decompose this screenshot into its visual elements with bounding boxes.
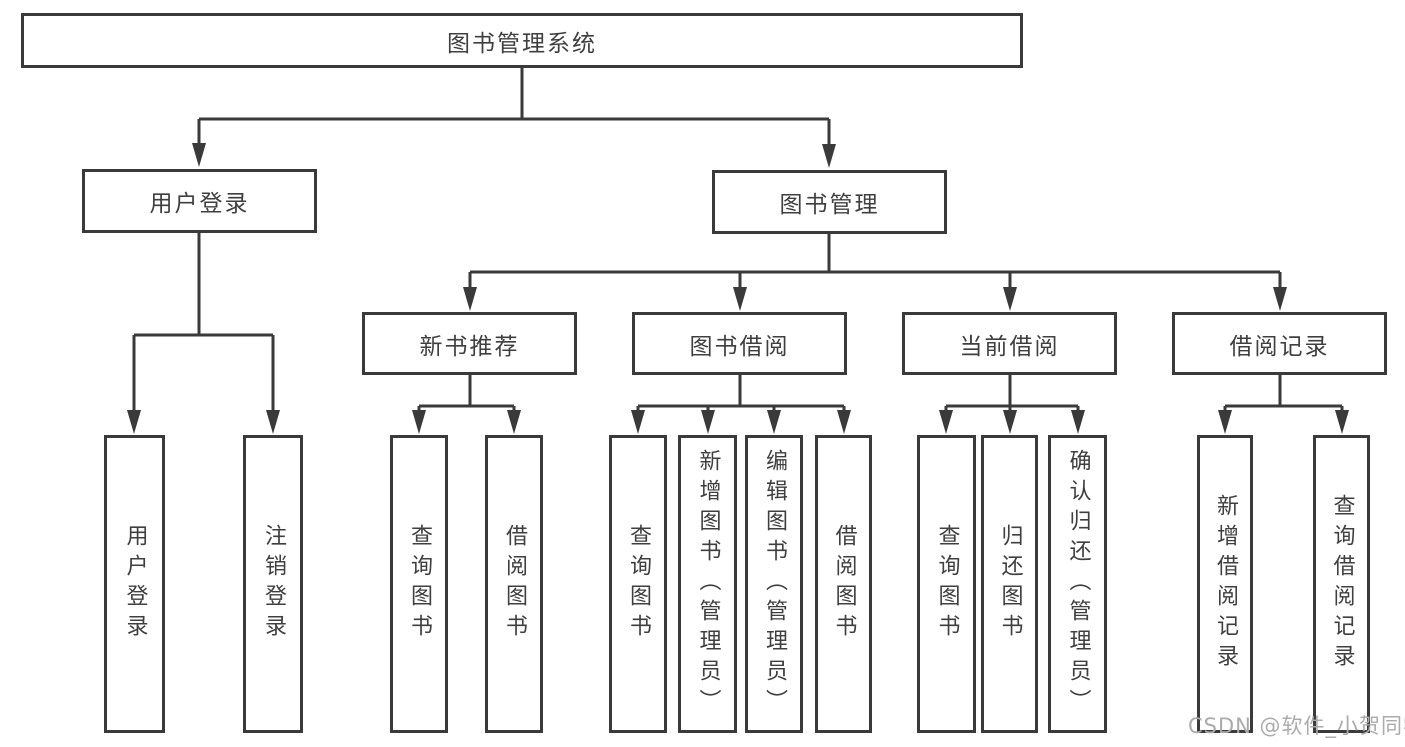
- leaf-query-book-3: 查询图书: [917, 435, 976, 733]
- csdn-watermark: CSDN @软件_小贺同学: [1188, 714, 1405, 738]
- leaf-borrow-book-2: 借阅图书: [815, 435, 872, 733]
- leaf-query-book-2: 查询图书: [609, 435, 667, 733]
- leaf-edit-book-admin: 编辑图书（管理员）: [745, 435, 803, 733]
- leaf-user-login: 用户登录: [104, 435, 165, 733]
- node-book-borrow: 图书借阅: [632, 312, 847, 375]
- leaf-logout: 注销登录: [243, 435, 303, 733]
- connector-path: [132, 68, 1344, 411]
- leaf-add-borrow-record: 新增借阅记录: [1197, 435, 1253, 733]
- leaf-return-book: 归还图书: [981, 435, 1038, 733]
- node-book-management: 图书管理: [712, 170, 947, 234]
- leaf-borrow-book-1: 借阅图书: [485, 435, 543, 733]
- node-borrow-records: 借阅记录: [1172, 312, 1387, 375]
- node-new-book-recommend: 新书推荐: [362, 312, 577, 375]
- node-user-login: 用户登录: [82, 169, 317, 233]
- leaf-query-book-1: 查询图书: [390, 435, 448, 733]
- leaf-query-borrow-record: 查询借阅记录: [1313, 435, 1370, 733]
- leaf-add-book-admin: 新增图书（管理员）: [678, 435, 737, 733]
- node-current-borrow: 当前借阅: [902, 312, 1117, 375]
- node-library-management-system: 图书管理系统: [21, 13, 1023, 68]
- leaf-confirm-return-admin: 确认归还（管理员）: [1048, 435, 1107, 733]
- arrowheads: [127, 143, 1349, 434]
